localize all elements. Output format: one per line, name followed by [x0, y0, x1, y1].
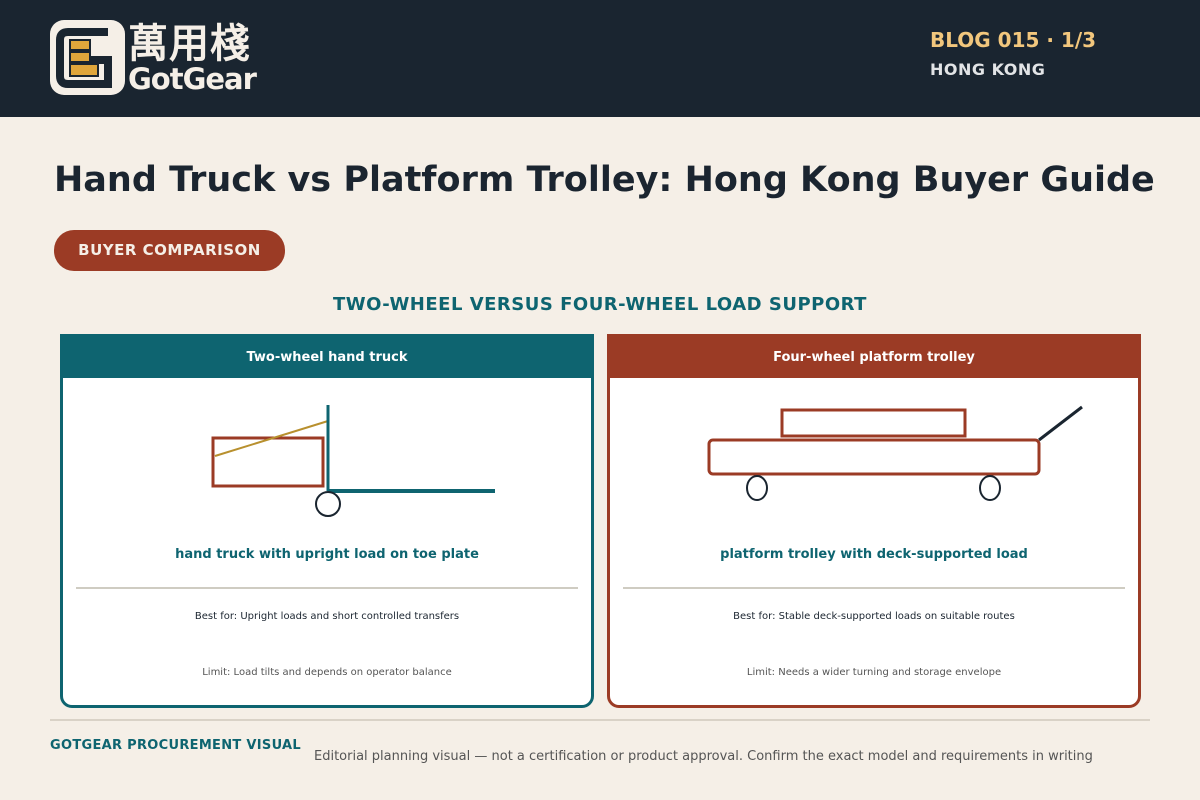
platform-trolley-card: Four-wheel platform trolley platform tro…: [607, 334, 1141, 708]
platform-trolley-best-for: Best for: Stable deck-supported loads on…: [733, 611, 1015, 622]
hand-truck-limit: Limit: Load tilts and depends on operato…: [202, 667, 452, 678]
footer-disclaimer: Editorial planning visual — not a certif…: [314, 749, 1093, 764]
footer-divider: [50, 719, 1150, 721]
drawer-bottom: [69, 63, 99, 77]
logo-mark: [56, 28, 112, 88]
deck-load-box: [780, 408, 967, 438]
brand-name-english: GotGear: [128, 62, 257, 96]
drawer-middle: [69, 51, 91, 63]
upright-load-box: [211, 436, 325, 488]
hand-truck-card: Two-wheel hand truck hand truck with upr…: [60, 334, 594, 708]
drawer-top: [69, 39, 91, 51]
load-tilt-line: [214, 420, 329, 457]
page-title: Hand Truck vs Platform Trolley: Hong Kon…: [54, 160, 1155, 200]
platform-trolley-card-heading: Four-wheel platform trolley: [610, 337, 1138, 378]
wheel-icon: [315, 491, 341, 517]
buyer-comparison-badge: BUYER COMPARISON: [54, 230, 285, 271]
footer-brand: GOTGEAR PROCUREMENT VISUAL: [50, 738, 301, 753]
hand-truck-illustration: [211, 405, 495, 517]
card-divider: [76, 587, 578, 589]
brand-name-chinese: 萬用棧: [128, 21, 251, 67]
hand-truck-card-heading: Two-wheel hand truck: [63, 337, 591, 378]
trolley-handle: [1038, 405, 1083, 442]
hand-truck-best-for: Best for: Upright loads and short contro…: [194, 611, 460, 622]
hand-truck-caption: hand truck with upright load on toe plat…: [175, 547, 479, 562]
logo-drawer-icon[interactable]: [50, 20, 125, 95]
platform-trolley-caption: platform trolley with deck-supported loa…: [720, 547, 1028, 562]
wheel-icon: [746, 475, 768, 501]
city-label: HONG KONG: [930, 60, 1046, 79]
platform-trolley-illustration: [707, 405, 1083, 501]
blog-label: BLOG 015 · 1/3: [930, 28, 1097, 52]
wheel-icon: [979, 475, 1001, 501]
site-header: 萬用棧 GotGear BLOG 015 · 1/3 HONG KONG: [0, 0, 1200, 117]
card-divider: [623, 587, 1125, 589]
platform-trolley-limit: Limit: Needs a wider turning and storage…: [746, 667, 1002, 678]
trolley-deck: [707, 438, 1041, 476]
section-title: TWO-WHEEL VERSUS FOUR-WHEEL LOAD SUPPORT: [333, 294, 867, 315]
